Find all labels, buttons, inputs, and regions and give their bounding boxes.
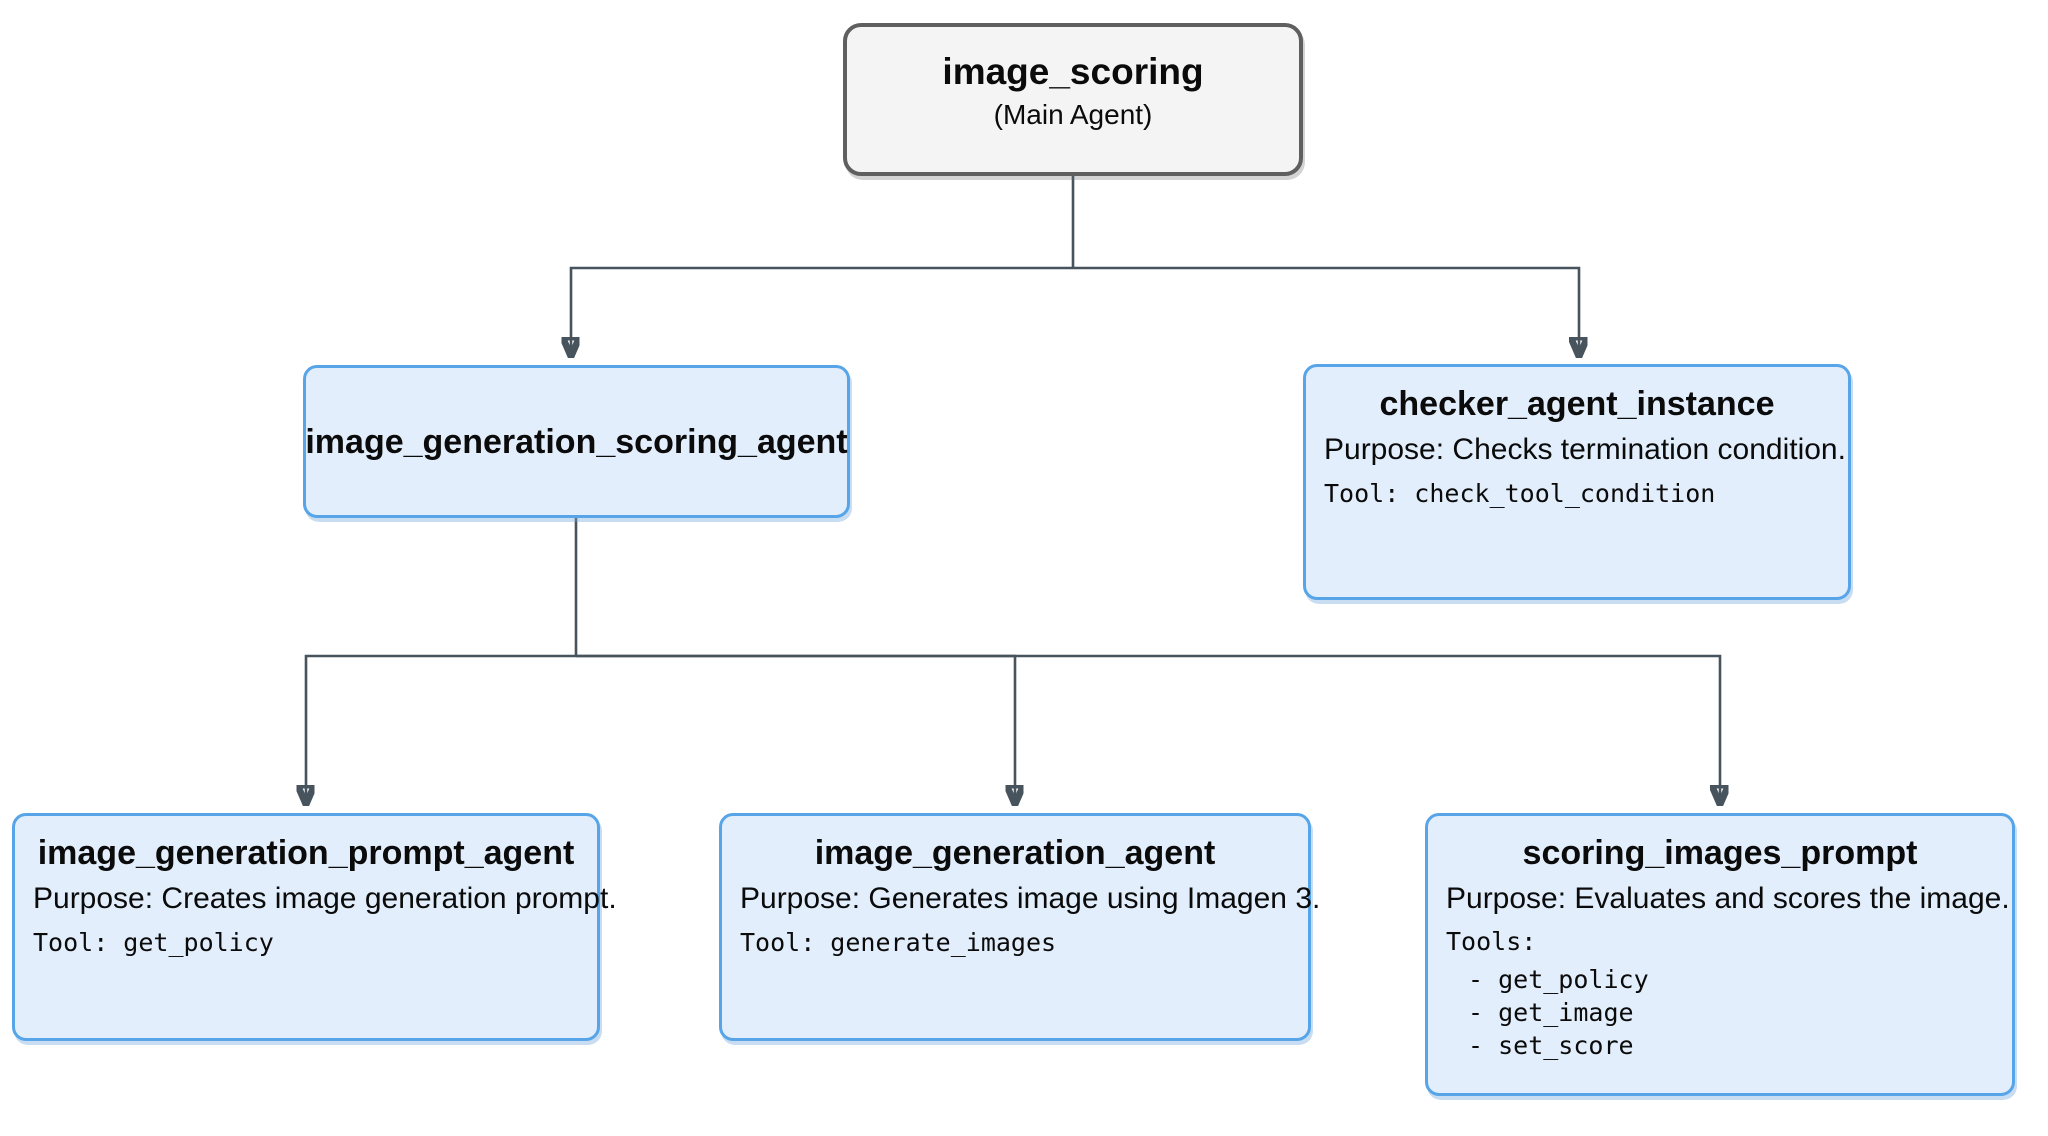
- node-title: image_generation_prompt_agent: [37, 834, 575, 872]
- tool-list-item: - get_image: [1468, 998, 1634, 1027]
- node-image-generation-agent: image_generation_agent Purpose: Generate…: [719, 813, 1321, 1041]
- node-title: checker_agent_instance: [1379, 385, 1775, 423]
- node-purpose: Purpose: Evaluates and scores the image.: [1446, 882, 2010, 915]
- node-tools-list: - get_policy - get_image - set_score: [1428, 963, 2012, 1062]
- node-purpose: Purpose: Generates image using Imagen 3.: [740, 882, 1321, 915]
- node-image-generation-prompt-agent: image_generation_prompt_agent Purpose: C…: [12, 813, 617, 1041]
- node-purpose: Purpose: Checks termination condition.: [1324, 433, 1846, 466]
- node-title: image_generation_scoring_agent: [305, 422, 848, 461]
- node-title: image_generation_agent: [814, 834, 1216, 872]
- node-tool: Tool: get_policy: [33, 928, 274, 957]
- node-checker-agent-instance: checker_agent_instance Purpose: Checks t…: [1303, 364, 1851, 600]
- edge-main-to-checker: [1073, 266, 1579, 354]
- node-image-generation-scoring-agent: image_generation_scoring_agent: [303, 365, 850, 518]
- node-title: scoring_images_prompt: [1522, 834, 1918, 872]
- edge-to-generation-agent: [576, 654, 1015, 802]
- tool-list-item: - get_policy: [1468, 965, 1649, 994]
- node-subtitle: (Main Agent): [993, 99, 1153, 130]
- node-image-scoring: image_scoring (Main Agent): [843, 23, 1303, 176]
- node-tool: Tool: check_tool_condition: [1324, 479, 1716, 508]
- node-scoring-images-prompt: scoring_images_prompt Purpose: Evaluates…: [1425, 813, 2015, 1096]
- edge-to-scoring-prompt: [576, 654, 1720, 802]
- node-title: image_scoring: [942, 51, 1204, 92]
- edge-to-prompt-agent: [306, 654, 576, 802]
- node-tools-label: Tools:: [1446, 927, 1537, 956]
- edge-main-to-scoring-agent: [571, 266, 1073, 354]
- node-tool: Tool: generate_images: [740, 928, 1057, 957]
- node-purpose: Purpose: Creates image generation prompt…: [33, 882, 617, 915]
- tool-list-item: - set_score: [1468, 1031, 1634, 1060]
